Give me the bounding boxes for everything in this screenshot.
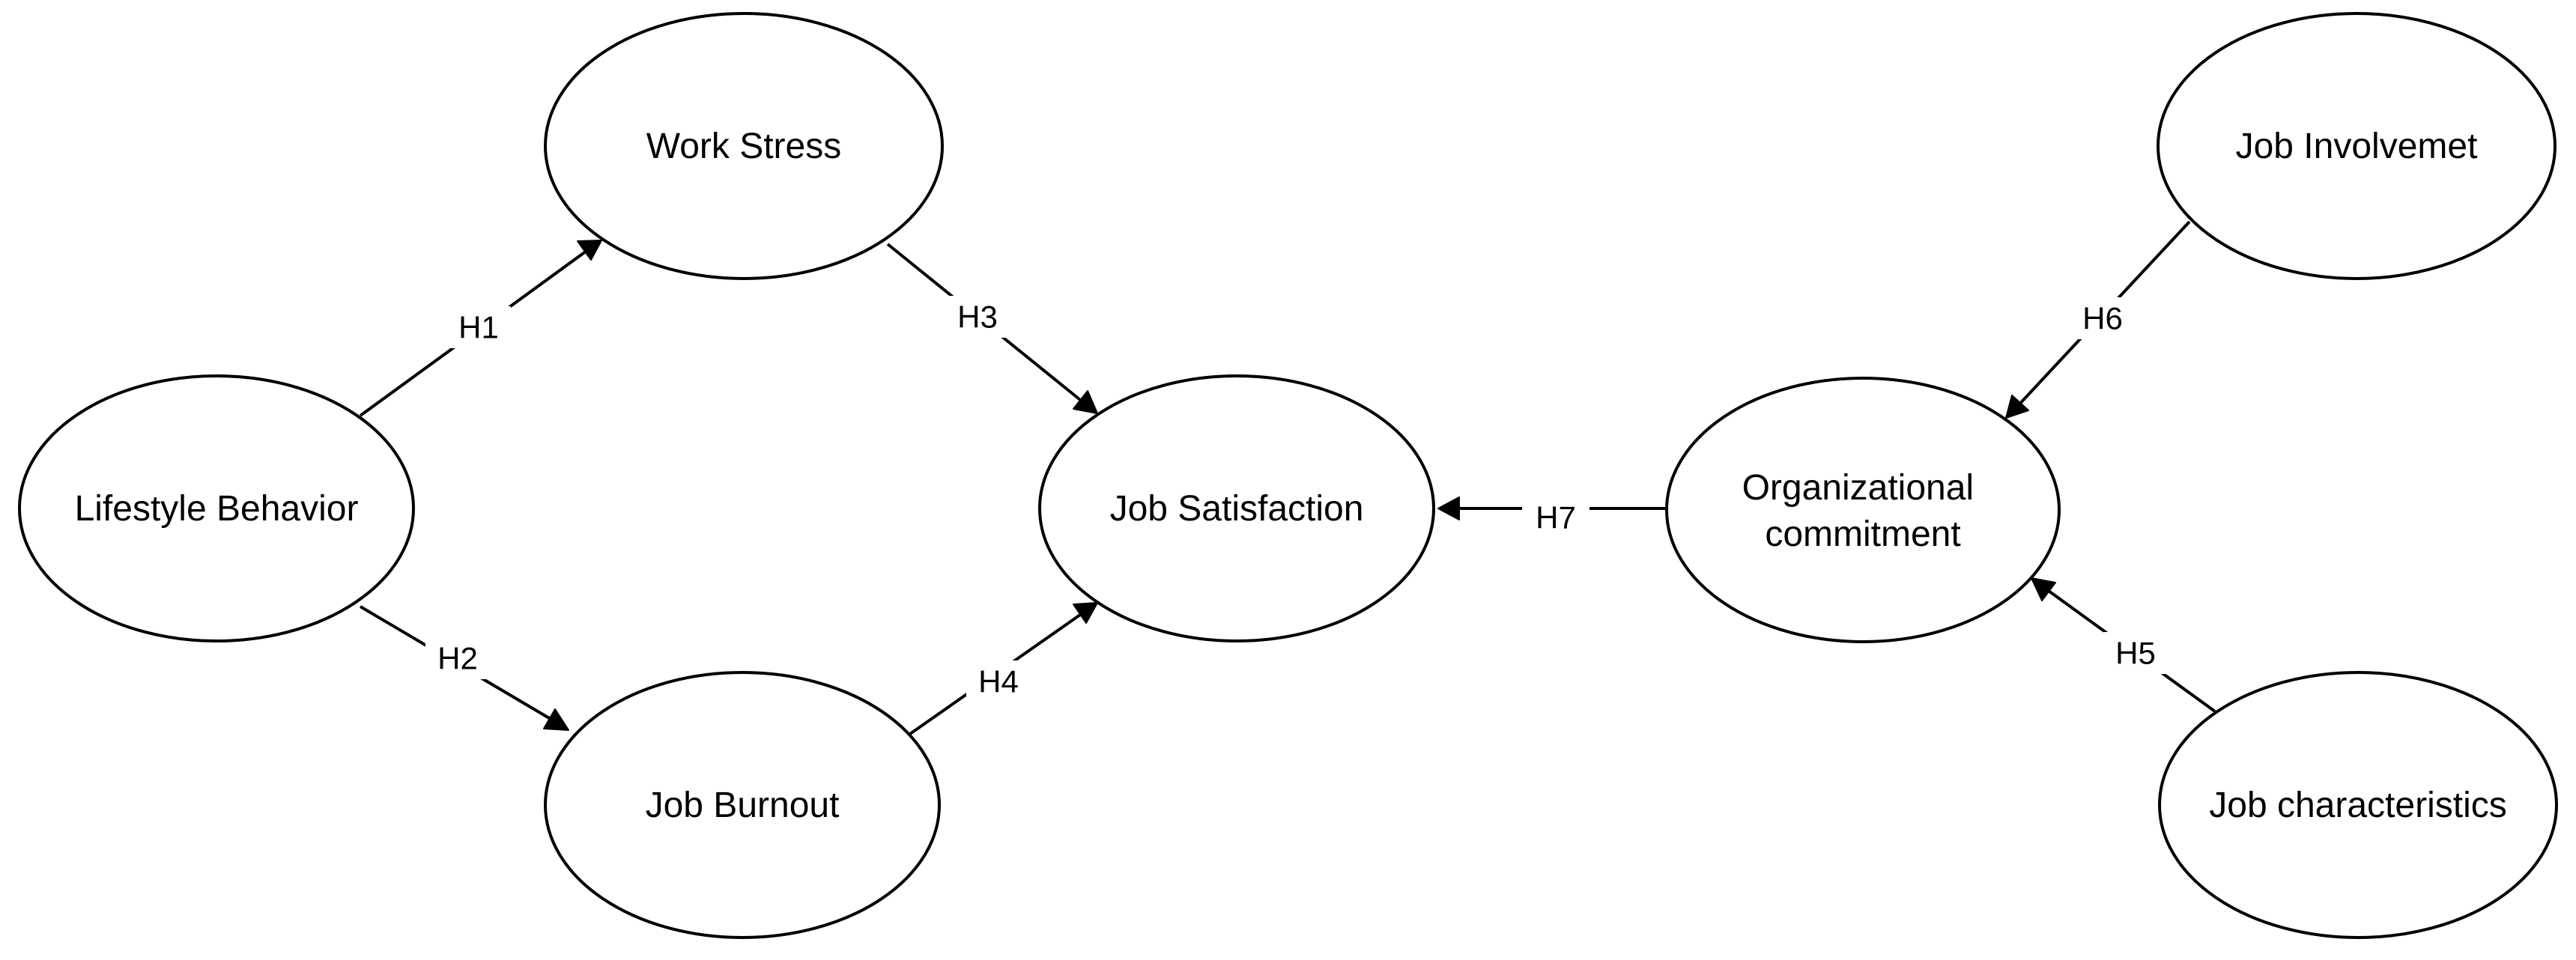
edge-h1: H1 — [359, 240, 602, 417]
edge-label-h6: H6 — [2082, 301, 2123, 336]
edge-h2: H2 — [359, 605, 569, 731]
edge-h4: H4 — [909, 602, 1098, 735]
node-label-lifestyle-behavior: Lifestyle Behavior — [75, 489, 359, 529]
edge-label-h4: H4 — [978, 664, 1019, 699]
arrowhead-h3 — [1073, 390, 1098, 414]
node-job-involvement: Job Involvemet — [2157, 12, 2557, 280]
edge-label-h1: H1 — [458, 310, 499, 345]
node-job-satisfaction: Job Satisfaction — [1038, 374, 1435, 642]
arrowhead-h1 — [577, 240, 602, 261]
node-label-work-stress: Work Stress — [646, 127, 841, 166]
node-label-job-involvement: Job Involvemet — [2236, 127, 2478, 166]
node-label-job-characteristics: Job characteristics — [2209, 786, 2506, 825]
node-organizational-commitment: Organizational commitment — [1665, 377, 2061, 643]
arrowhead-h2 — [543, 708, 569, 731]
edge-h7: H7 — [1437, 496, 1667, 538]
arrowhead-h5 — [2031, 577, 2056, 601]
edge-h6: H6 — [2005, 220, 2191, 419]
node-job-burnout: Job Burnout — [544, 671, 941, 939]
edge-h5: H5 — [2031, 577, 2216, 713]
arrowhead-h4 — [1073, 602, 1098, 624]
edge-label-h5: H5 — [2115, 636, 2156, 671]
node-label-organizational-commitment: Organizational commitment — [1742, 468, 1984, 554]
edge-h3: H3 — [886, 243, 1098, 414]
edge-label-h3: H3 — [957, 300, 998, 335]
node-job-characteristics: Job characteristics — [2158, 671, 2558, 939]
edge-label-h2: H2 — [437, 641, 478, 676]
node-work-stress: Work Stress — [544, 12, 944, 280]
node-label-job-satisfaction: Job Satisfaction — [1110, 489, 1364, 529]
node-lifestyle-behavior: Lifestyle Behavior — [18, 374, 415, 642]
arrowhead-h6 — [2005, 395, 2029, 419]
edge-label-h7: H7 — [1536, 500, 1576, 535]
arrowhead-h7 — [1437, 496, 1460, 520]
node-label-job-burnout: Job Burnout — [646, 786, 840, 825]
